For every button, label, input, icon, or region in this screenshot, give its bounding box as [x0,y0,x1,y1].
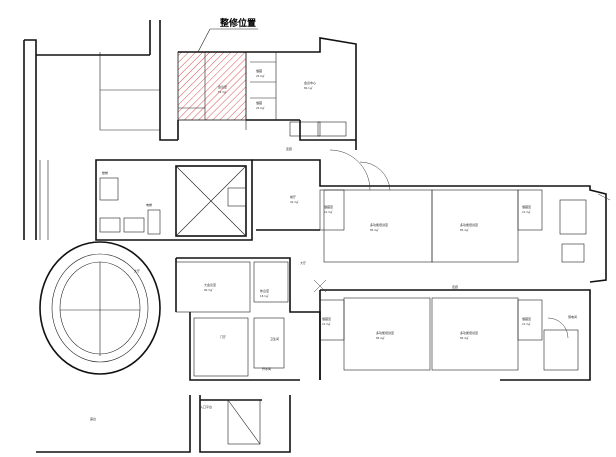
room-label: 储藏室 [522,316,531,321]
room-area: 90.3㎡ [204,288,213,292]
room-label: 走廊 [452,284,458,289]
room-area: 21.3㎡ [322,322,331,326]
room-label: 储藏室 [322,316,331,321]
room-label: 电梯 [146,202,152,207]
storage-ne-2 [517,189,543,231]
renovation-area [177,51,247,121]
south-office [193,317,249,377]
entrance-platform [36,395,291,453]
south-stair [227,399,261,445]
room-area: 85.4㎡ [460,228,469,232]
room-label: 多功能培训室 [460,222,478,227]
south-block [175,257,321,381]
room-label: 大厅 [300,260,306,265]
room-label: 储藏 [256,100,262,105]
north-west-block [23,20,178,240]
room-area: 85.4㎡ [376,336,385,340]
renovation-title: 整修位置 [219,17,256,29]
room-area: 21.3㎡ [522,210,531,214]
room-label: 休息室 [260,288,269,293]
storage-se-2 [517,299,543,341]
storage-ne-1 [319,189,345,231]
lounge-room [253,261,289,303]
door-swings [313,149,611,339]
room-label: 多功能培训室 [370,222,388,227]
room-area: 80.1㎡ [304,86,313,90]
room-area: 52.3㎡ [218,90,227,94]
rotunda [39,241,161,375]
room-area: 85.4㎡ [460,336,469,340]
room-area: 42.3㎡ [290,200,299,204]
east-toilet [543,329,579,371]
room-area: 25.0㎡ [256,106,265,110]
room-label: 卫生间 [270,336,279,341]
room-area: 85.4㎡ [370,228,379,232]
room-label: 多功能培训室 [376,330,394,335]
east-stair [559,199,587,235]
room-label: 大会议室 [204,282,216,287]
north-stair-2 [317,121,347,137]
room-label: 多功能培训室 [460,330,478,335]
room-label: 门厅 [220,334,226,339]
room-label: 会议室 [218,84,227,89]
west-elevator-1 [99,217,121,233]
east-elevator [561,243,585,263]
room-labels: 会议室 52.3㎡ 会议中心 80.1㎡ 储藏 25.0㎡ 储藏 25.0㎡ 大… [90,68,577,421]
room-label: 楼梯 [102,170,108,175]
room-label: 储藏 [256,68,262,73]
north-stair [289,121,321,137]
title-leader [197,28,211,53]
room-label: 入口平台 [200,404,212,409]
room-label: 露台 [90,416,96,421]
room-area: 21.3㎡ [324,210,333,214]
room-label: 走廊 [286,146,292,151]
service-rooms [253,317,285,369]
west-shaft [147,209,161,235]
room-area: 18.1㎡ [260,294,269,298]
room-area: 21.3㎡ [522,322,531,326]
central-core [95,159,253,241]
room-label: 大厅 [134,268,140,273]
east-wing [252,159,607,381]
room-label: 弱电间 [568,314,577,319]
room-label: 储藏室 [324,204,333,209]
north-block [177,37,357,150]
west-stair [99,177,119,201]
room-label: 前厅 [290,194,296,199]
room-area: 25.0㎡ [256,74,265,78]
west-elevator-2 [123,217,145,233]
central-stair [227,187,247,207]
room-label: 储藏室 [522,204,531,209]
conference-room [175,261,251,313]
room-label: 开水间 [262,366,271,371]
room-label: 会议中心 [304,80,316,85]
